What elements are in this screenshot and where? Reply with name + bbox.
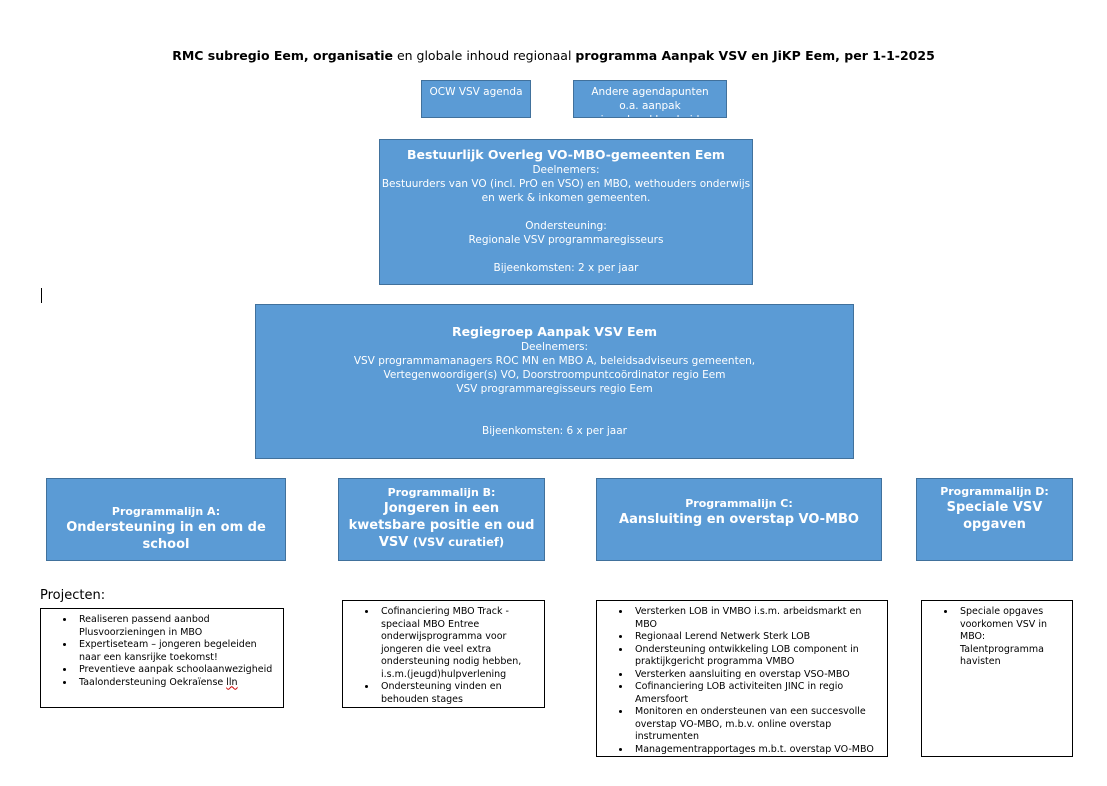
project-list: Cofinanciering MBO Track - speciaal MBO … [343, 606, 536, 706]
projecten-label: Projecten: [40, 588, 106, 603]
box-line: Ondersteuning: [525, 220, 607, 232]
box-line: Vertegenwoordiger(s) VO, Doorstroompuntc… [383, 369, 726, 381]
title-part: programma Aanpak VSV en JiKP Eem, per 1-… [575, 48, 935, 63]
box-line: Bijeenkomsten: 2 x per jaar [493, 262, 639, 274]
box-line: Regionale VSV programmaregisseurs [468, 234, 664, 246]
text-cursor [41, 288, 42, 303]
projecten-box-a: Realiseren passend aanbod Plusvoorzienin… [40, 608, 284, 708]
projecten-box-b: Cofinanciering MBO Track - speciaal MBO … [342, 600, 545, 708]
spellcheck-mark: lln [226, 676, 238, 688]
title-part: en globale inhoud regionaal [392, 48, 576, 63]
project-item: Ondersteuning ontwikkeling LOB component… [631, 644, 879, 669]
programmalijn-label: Programmalijn B: [387, 486, 496, 499]
project-list: Versterken LOB in VMBO i.s.m. arbeidsmar… [597, 606, 879, 756]
box-line: VSV programmaregisseurs regio Eem [456, 383, 653, 395]
programmalijn-label: Programmalijn D: [940, 485, 1049, 498]
box-line: en werk & inkomen gemeenten. [481, 192, 651, 204]
title-part: RMC subregio Eem, organisatie [172, 48, 393, 63]
box-line: Bijeenkomsten: 6 x per jaar [481, 425, 627, 437]
box-lines: Deelnemers: VSV programmamanagers ROC MN … [256, 340, 853, 438]
project-item: Cofinanciering LOB activiteiten JINC in … [631, 681, 879, 706]
box-line: Deelnemers: [532, 164, 600, 176]
box-lines: Deelnemers: Bestuurders van VO (incl. PrO… [380, 163, 752, 275]
box-programmalijn-d: Programmalijn D: Speciale VSV opgaven [916, 478, 1073, 561]
project-item: Monitoren en ondersteunen van een succes… [631, 706, 879, 744]
project-item: Versterken aansluiting en overstap VSO-M… [631, 669, 879, 682]
box-programmalijn-c: Programmalijn C: Aansluiting en overstap… [596, 478, 882, 561]
project-item: Preventieve aanpak schoolaanwezigheid [75, 664, 275, 677]
programmalijn-suffix: (VSV curatief) [412, 535, 505, 549]
projecten-box-d: Speciale opgaves voorkomen VSV in MBO: T… [921, 600, 1073, 757]
project-list: Realiseren passend aanbod Plusvoorzienin… [41, 614, 275, 689]
box-line: VSV programmamanagers ROC MN en MBO A, b… [353, 355, 756, 367]
box-line [380, 205, 752, 219]
box-programmalijn-a: Programmalijn A: Ondersteuning in en om … [46, 478, 286, 561]
programmalijn-title: Jongeren in een kwetsbare positie en oud… [345, 500, 538, 551]
box-text: Andere agendapunten o.a. aanpak jeugdwer… [591, 86, 709, 117]
box-regiegroep: Regiegroep Aanpak VSV Eem Deelnemers: VSV… [255, 304, 854, 459]
box-line [380, 247, 752, 261]
box-line: Deelnemers: [520, 341, 589, 353]
box-heading: Bestuurlijk Overleg VO-MBO-gemeenten Eem [407, 147, 725, 162]
project-item: Managementrapportages m.b.t. overstap VO… [631, 744, 879, 757]
box-programmalijn-b: Programmalijn B: Jongeren in een kwetsba… [338, 478, 545, 561]
project-item: Expertiseteam – jongeren begeleiden naar… [75, 639, 275, 664]
project-item: Realiseren passend aanbod Plusvoorzienin… [75, 614, 275, 639]
programmalijn-title-text: Jongeren in een kwetsbare positie en oud… [348, 501, 535, 550]
box-andere-agendapunten: Andere agendapunten o.a. aanpak jeugdwer… [573, 80, 727, 118]
project-item: Speciale opgaves voorkomen VSV in MBO: T… [956, 606, 1064, 669]
box-line [256, 410, 853, 424]
programmalijn-label: Programmalijn C: [685, 497, 793, 510]
box-line [256, 396, 853, 410]
project-list: Speciale opgaves voorkomen VSV in MBO: T… [922, 606, 1064, 669]
box-ocw-vsv-agenda: OCW VSV agenda [421, 80, 531, 118]
project-item: Versterken LOB in VMBO i.s.m. arbeidsmar… [631, 606, 879, 631]
box-text: OCW VSV agenda [429, 86, 523, 98]
box-line: Bestuurders van VO (incl. PrO en VSO) en… [381, 178, 751, 190]
project-item: Cofinanciering MBO Track - speciaal MBO … [377, 606, 536, 681]
programmalijn-title: Aansluiting en overstap VO-MBO [619, 512, 859, 527]
page-title: RMC subregio Eem, organisatie en globale… [0, 48, 1107, 63]
programmalijn-title: Ondersteuning in en om de school [66, 520, 266, 552]
project-item: Regionaal Lerend Netwerk Sterk LOB [631, 631, 879, 644]
programmalijn-label: Programmalijn A: [111, 505, 221, 518]
project-item: Taalondersteuning Oekraïense lln [75, 677, 275, 690]
programmalijn-title: Speciale VSV opgaven [946, 500, 1043, 532]
project-item: Ondersteuning vinden en behouden stages [377, 681, 536, 706]
projecten-box-c: Versterken LOB in VMBO i.s.m. arbeidsmar… [596, 600, 888, 757]
box-bestuurlijk-overleg: Bestuurlijk Overleg VO-MBO-gemeenten Eem… [379, 139, 753, 285]
box-heading: Regiegroep Aanpak VSV Eem [451, 324, 658, 339]
